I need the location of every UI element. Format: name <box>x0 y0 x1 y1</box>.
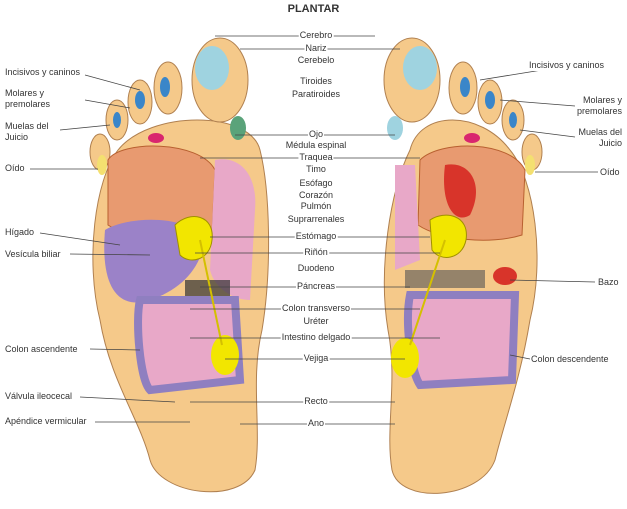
organ-label: Corazón <box>297 190 335 201</box>
organ-label: Uréter <box>302 316 330 327</box>
organ-label: Intestino delgado <box>280 332 352 343</box>
organ-label: Médula espinal <box>284 140 348 151</box>
organ-label: Nariz <box>304 43 328 54</box>
left-foot <box>89 37 270 493</box>
organ-label: Cerebelo <box>296 55 336 66</box>
label-valvula-ileocecal: Válvula ileocecal <box>4 391 74 402</box>
organ-label: Recto <box>303 396 329 407</box>
label-molares-left: Molares y premolares <box>4 88 52 110</box>
organ-label: Páncreas <box>295 281 337 292</box>
organ-label: Pulmón <box>299 201 333 212</box>
organ-label: Paratiroides <box>290 89 342 100</box>
organ-label: Timo <box>305 164 327 175</box>
organ-label: Ojo <box>307 129 325 140</box>
organ-label: Cerebro <box>298 30 334 41</box>
organ-label: Ano <box>306 418 326 429</box>
organ-label: Vejiga <box>302 353 330 364</box>
brain-zone <box>195 46 229 90</box>
diagram-title: PLANTAR <box>287 3 340 15</box>
organ-label: Colon transverso <box>280 303 352 314</box>
organ-label: Riñón <box>303 247 329 258</box>
organ-label: Estómago <box>294 231 338 242</box>
label-higado: Hígado <box>4 227 36 238</box>
label-bazo: Bazo <box>597 277 620 288</box>
label-muelas-right: Muelas del Juicio <box>577 127 623 149</box>
organ-label: Suprarrenales <box>286 214 346 225</box>
right-foot <box>383 37 543 494</box>
label-colon-ascendente: Colon ascendente <box>4 344 79 355</box>
label-vesicula: Vesícula biliar <box>4 249 62 260</box>
label-apendice: Apéndice vermicular <box>4 416 88 427</box>
organ-label: Duodeno <box>296 263 336 274</box>
label-incisivos-left: Incisivos y caninos <box>4 67 82 78</box>
label-oido-left: Oído <box>4 163 26 174</box>
organ-label: Tiroides <box>299 76 333 87</box>
organ-label: Traquea <box>298 152 334 163</box>
label-incisivos-right: Incisivos y caninos <box>528 60 606 71</box>
label-colon-descendente: Colon descendente <box>530 354 610 365</box>
organ-label: Esófago <box>298 178 334 189</box>
label-oido-right: Oído <box>599 167 621 178</box>
label-molares-right: Molares y premolares <box>575 95 623 117</box>
label-muelas-left: Muelas del Juicio <box>4 121 50 143</box>
